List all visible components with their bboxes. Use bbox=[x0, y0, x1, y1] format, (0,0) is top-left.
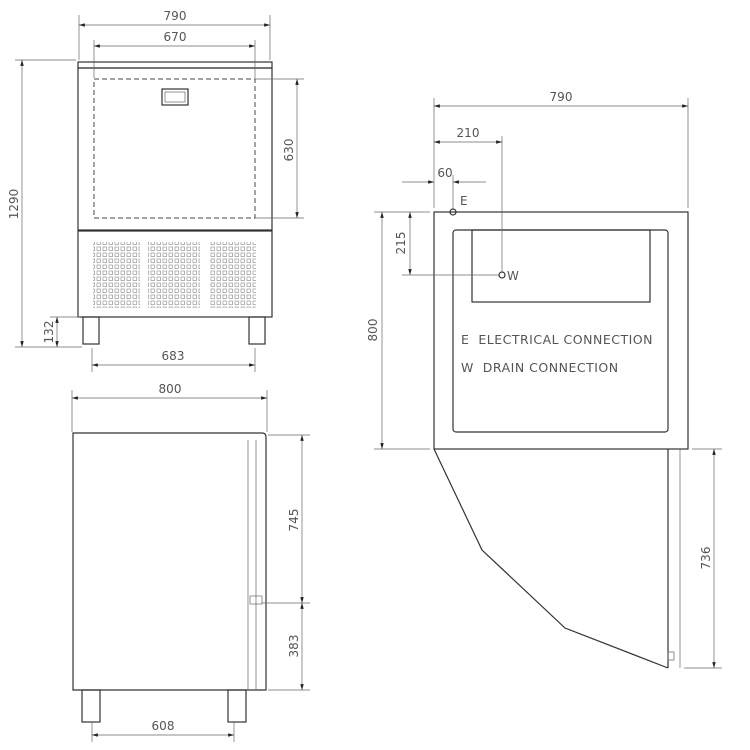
dim-feet-spacing: 683 bbox=[162, 349, 185, 363]
dim-width-door: 670 bbox=[164, 30, 187, 44]
door-swing-arc bbox=[433, 448, 669, 669]
door bbox=[77, 67, 273, 231]
drain-connection-marker bbox=[498, 271, 506, 279]
legend-electrical: E ELECTRICAL CONNECTION bbox=[461, 332, 653, 347]
marker-w-label: W bbox=[507, 269, 519, 283]
dim-drain-offset: 210 bbox=[457, 126, 480, 140]
dim-height-total: 1290 bbox=[7, 189, 21, 220]
dim-width: 790 bbox=[550, 90, 573, 104]
inner-compartment bbox=[471, 229, 651, 303]
hinge bbox=[249, 595, 263, 605]
vent-grille bbox=[93, 242, 140, 308]
dim-feet-height: 132 bbox=[42, 321, 56, 344]
front-view: 790 670 630 1290 132 683 bbox=[7, 9, 304, 372]
dim-electrical-offset: 60 bbox=[437, 166, 452, 180]
worktop bbox=[77, 61, 273, 69]
foot bbox=[81, 689, 101, 723]
top-view: E W 790 210 60 215 800 736 E ELECTRICAL … bbox=[366, 90, 722, 669]
dim-upper-height: 745 bbox=[287, 509, 301, 532]
vent-grille bbox=[209, 242, 256, 308]
cabinet-side bbox=[72, 432, 267, 691]
dim-width-total: 790 bbox=[164, 9, 187, 23]
vent-grille bbox=[148, 242, 200, 308]
foot bbox=[248, 316, 266, 345]
inner-outline bbox=[452, 229, 669, 433]
door-opening-dashed bbox=[93, 78, 256, 219]
side-view: 800 745 383 608 bbox=[71, 382, 310, 742]
foot bbox=[227, 689, 247, 723]
marker-e-label: E bbox=[460, 194, 468, 208]
legend-drain: W DRAIN CONNECTION bbox=[461, 360, 619, 375]
dim-lower-height: 383 bbox=[287, 635, 301, 658]
lower-panel bbox=[77, 230, 273, 318]
dim-door-swing: 736 bbox=[699, 547, 713, 570]
dim-feet-spacing: 608 bbox=[152, 719, 175, 733]
control-panel-display bbox=[161, 88, 189, 106]
dim-drain-depth: 215 bbox=[394, 232, 408, 255]
dim-depth: 800 bbox=[159, 382, 182, 396]
cabinet-top bbox=[433, 211, 689, 450]
foot bbox=[82, 316, 100, 345]
dim-height-door: 630 bbox=[282, 139, 296, 162]
dim-depth: 800 bbox=[366, 319, 380, 342]
